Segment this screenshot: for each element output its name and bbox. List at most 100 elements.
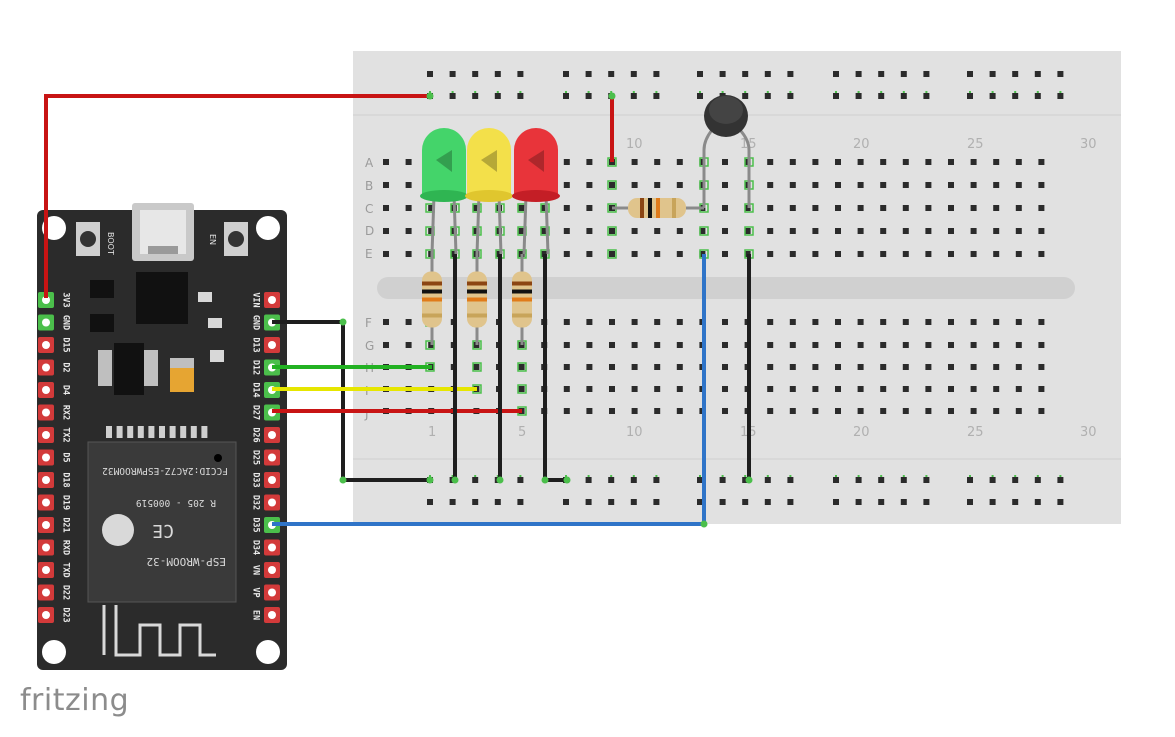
- breadboard-hole: [744, 228, 751, 234]
- breadboard-hole: [970, 364, 977, 370]
- rail-connection-mark: [451, 91, 454, 93]
- breadboard-hole: [857, 364, 864, 370]
- connected-hole: [540, 226, 550, 236]
- rail-hole: [608, 499, 615, 505]
- mounting-hole: [256, 640, 280, 664]
- pin-label: GND: [61, 315, 71, 330]
- breadboard-hole: [970, 386, 977, 392]
- breadboard-hole: [970, 342, 977, 348]
- breadboard-hole: [473, 364, 480, 370]
- pin-hole: [42, 476, 50, 484]
- breadboard-hole: [812, 205, 819, 211]
- breadboard-hole: [993, 319, 1000, 325]
- breadboard-hole: [473, 205, 480, 211]
- breadboard-hole: [948, 251, 954, 257]
- pin-label: D2: [61, 362, 71, 372]
- rail-hole: [989, 93, 996, 99]
- breadboard-hole: [586, 205, 593, 211]
- connected-hole: [744, 226, 754, 236]
- breadboard-hole: [631, 182, 638, 188]
- resistor-band: [422, 289, 442, 294]
- rail-hole: [1057, 499, 1064, 505]
- breadboard-hole: [948, 408, 954, 414]
- rail-hole: [517, 477, 524, 483]
- rail-connection-mark: [1059, 475, 1062, 477]
- breadboard-hole: [835, 159, 841, 165]
- breadboard-hole: [857, 228, 864, 234]
- column-label: 1: [428, 425, 436, 440]
- boot-button[interactable]: [76, 222, 100, 256]
- resistor-band: [467, 281, 487, 286]
- rail-connection-mark: [587, 91, 590, 93]
- pin-hole: [42, 611, 50, 619]
- pin-label: VP: [251, 587, 261, 597]
- rail-hole: [653, 477, 660, 483]
- breadboard-hole: [880, 408, 887, 414]
- pin-label: EN: [251, 610, 261, 620]
- boot-label: BOOT: [106, 232, 115, 255]
- breadboard-hole: [722, 251, 728, 257]
- breadboard-hole: [699, 159, 706, 165]
- breadboard-hole: [835, 251, 841, 257]
- breadboard-hole: [654, 319, 661, 325]
- rail-connection-mark: [902, 91, 905, 93]
- column-label: 30: [1080, 425, 1097, 440]
- breadboard-hole: [835, 228, 841, 234]
- center-channel: [377, 277, 1075, 299]
- breadboard-hole: [948, 228, 954, 234]
- module-pin: [148, 426, 155, 438]
- black-ground-wire: [272, 320, 430, 482]
- rail-hole: [697, 499, 703, 505]
- breadboard-hole: [609, 228, 615, 234]
- breadboard-hole: [631, 342, 638, 348]
- pin-label: D12: [251, 360, 261, 375]
- rail-hole: [900, 71, 907, 77]
- usb-uart-chip: [136, 272, 188, 324]
- breadboard-hole: [902, 364, 909, 370]
- resistor-band: [467, 313, 487, 318]
- breadboard-hole: [948, 205, 954, 211]
- rail-hole: [608, 71, 615, 77]
- breadboard-hole: [902, 182, 909, 188]
- breadboard-hole: [857, 319, 864, 325]
- breadboard-hole: [993, 228, 1000, 234]
- breadboard-hole: [676, 228, 683, 234]
- rail-hole: [742, 93, 749, 99]
- rail-hole: [1012, 93, 1019, 99]
- rail-connection-mark: [610, 91, 613, 93]
- pin-hole: [268, 498, 276, 507]
- breadboard-hole: [767, 319, 774, 325]
- pin-label: D27: [251, 405, 261, 420]
- en-button[interactable]: [224, 222, 248, 256]
- pin-label: D19: [61, 495, 71, 510]
- breadboard-hole: [880, 159, 887, 165]
- resistor-band: [422, 297, 442, 302]
- wire-endpoint: [700, 520, 708, 528]
- pin-hole: [42, 521, 50, 529]
- module-pin: [127, 426, 134, 438]
- transistor: [90, 280, 114, 298]
- breadboard-hole: [767, 159, 774, 165]
- rail-connection-mark: [969, 91, 971, 93]
- resistor: [512, 254, 532, 345]
- breadboard-hole: [1015, 251, 1022, 257]
- rail-hole: [517, 499, 524, 505]
- breadboard-hole: [902, 319, 909, 325]
- breadboard-hole: [1038, 159, 1045, 165]
- thermistor: [702, 95, 751, 208]
- breadboard-hole: [925, 159, 932, 165]
- breadboard-hole: [609, 251, 615, 257]
- rail-connection-mark: [880, 475, 883, 477]
- rail-hole: [449, 93, 456, 99]
- pin-label: D18: [61, 472, 71, 487]
- esp-wroom-module: FCCID:2AC7Z-ESPWROOM32 R 205 - 000519 CE…: [87, 441, 237, 657]
- breadboard-hole: [631, 319, 638, 325]
- breadboard-hole: [925, 364, 932, 370]
- pin-label: RX2: [61, 405, 71, 420]
- breadboard-hole: [654, 364, 661, 370]
- breadboard-hole: [970, 319, 977, 325]
- breadboard-hole: [631, 408, 638, 414]
- breadboard-hole: [676, 386, 683, 392]
- rail-connection-mark: [835, 475, 837, 477]
- breadboard-hole: [993, 205, 1000, 211]
